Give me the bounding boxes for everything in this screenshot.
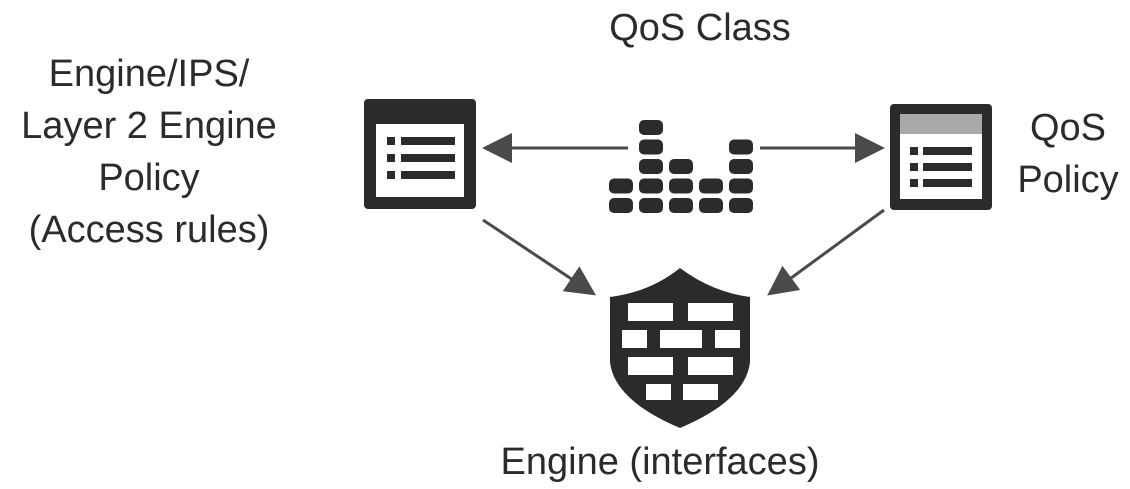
qos-bar-pill [669, 198, 693, 213]
policy-label-line: Policy [98, 157, 200, 199]
qos-bar-pill [729, 159, 753, 174]
qos-bar-pill [729, 178, 753, 194]
qos-bar-pill [639, 178, 663, 194]
qos-bar-pill [669, 159, 693, 174]
arrow-qos-policy-to-engine [767, 208, 885, 296]
policy-label-line: Engine/IPS/ [48, 53, 250, 95]
qos-bar-pill [699, 198, 723, 213]
qos-policy-label: QoS Policy [1010, 102, 1126, 206]
qos-bar-pill [639, 139, 663, 155]
arrow-policy-to-engine [482, 218, 596, 296]
policy-label: Engine/IPS/ Layer 2 Engine Policy (Acces… [8, 48, 290, 256]
policy-label-line: (Access rules) [28, 209, 270, 251]
policy-document-icon [364, 99, 476, 209]
qos-class-bars-icon [609, 120, 753, 213]
qos-bar-pill [699, 178, 723, 194]
firewall-shield-icon [610, 268, 750, 428]
qos-bar-pill [609, 198, 633, 213]
qos-bar-pill [669, 178, 693, 194]
qos-policy-document-icon [890, 104, 992, 210]
qos-bar-pill [729, 139, 753, 155]
qos-policy-label-line: Policy [1017, 159, 1119, 201]
qos-bar-pill [639, 120, 663, 135]
qos-bar-pill [729, 198, 753, 213]
policy-label-line: Layer 2 Engine [21, 105, 277, 147]
qos-policy-label-line: QoS [1029, 107, 1107, 149]
qos-bar-pill [639, 198, 663, 213]
qos-bar-pill [609, 178, 633, 194]
qos-bar-pill [639, 159, 663, 174]
qos-class-label: QoS Class [609, 7, 791, 49]
engine-label: Engine (interfaces) [500, 441, 820, 483]
